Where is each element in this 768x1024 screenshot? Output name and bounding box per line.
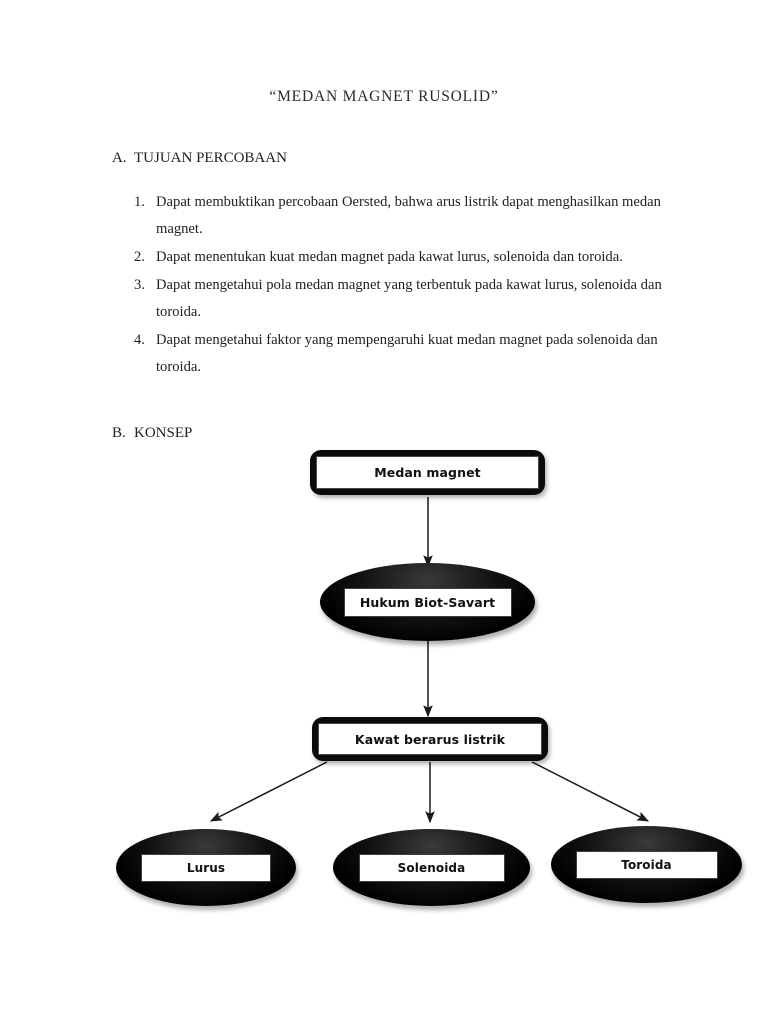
- list-item-text: Dapat membuktikan percobaan Oersted, bah…: [156, 194, 661, 237]
- objectives-list: 1. Dapat membuktikan percobaan Oersted, …: [134, 189, 686, 382]
- flow-node-label: Hukum Biot-Savart: [359, 594, 496, 610]
- section-heading-b: B. KONSEP: [112, 425, 192, 442]
- flow-node-label: Kawat berarus listrik: [354, 731, 506, 747]
- section-heading-a: A. TUJUAN PERCOBAAN: [112, 150, 287, 167]
- flow-node-label: Solenoida: [397, 860, 466, 875]
- flow-node-toroida[interactable]: Toroida: [551, 826, 742, 903]
- flow-node-hukum-biot-savart[interactable]: Hukum Biot-Savart: [320, 563, 535, 641]
- list-item: 1. Dapat membuktikan percobaan Oersted, …: [134, 189, 686, 243]
- flow-node-plate: Hukum Biot-Savart: [343, 587, 512, 617]
- section-b-letter: B.: [112, 425, 126, 441]
- list-item-text: Dapat mengetahui faktor yang mempengaruh…: [156, 332, 658, 375]
- list-item: 4. Dapat mengetahui faktor yang mempenga…: [134, 327, 686, 381]
- section-b-title: KONSEP: [134, 425, 193, 441]
- section-a-letter: A.: [112, 150, 127, 166]
- flow-node-solenoida[interactable]: Solenoida: [333, 829, 530, 906]
- flow-node-plate: Toroida: [575, 850, 718, 879]
- list-item-number: 3.: [134, 277, 145, 293]
- list-item-text: Dapat mengetahui pola medan magnet yang …: [156, 277, 662, 320]
- list-item-number: 4.: [134, 332, 145, 348]
- flow-node-label: Lurus: [186, 860, 226, 875]
- section-a-title: TUJUAN PERCOBAAN: [134, 150, 287, 166]
- flow-node-plate: Solenoida: [358, 853, 505, 882]
- flow-node-label: Medan magnet: [374, 465, 481, 480]
- flow-node-label: Toroida: [621, 857, 672, 872]
- flow-node-lurus[interactable]: Lurus: [116, 829, 296, 906]
- flow-node-medan-magnet[interactable]: Medan magnet: [310, 450, 545, 495]
- edge-kawat-to-lurus: [209, 761, 328, 822]
- list-item-number: 1.: [134, 194, 145, 210]
- list-item-text: Dapat menentukan kuat medan magnet pada …: [156, 249, 623, 265]
- edge-kawat-to-toroida: [531, 761, 650, 822]
- flow-node-plate: Kawat berarus listrik: [318, 723, 542, 755]
- page-title: “MEDAN MAGNET RUSOLID”: [269, 88, 499, 105]
- flow-node-plate: Lurus: [141, 853, 271, 882]
- flow-node-kawat-berarus-listrik[interactable]: Kawat berarus listrik: [312, 717, 548, 761]
- list-item: 2. Dapat menentukan kuat medan magnet pa…: [134, 244, 686, 271]
- list-item: 3. Dapat mengetahui pola medan magnet ya…: [134, 272, 686, 326]
- flow-node-plate: Medan magnet: [316, 456, 539, 489]
- list-item-number: 2.: [134, 249, 145, 265]
